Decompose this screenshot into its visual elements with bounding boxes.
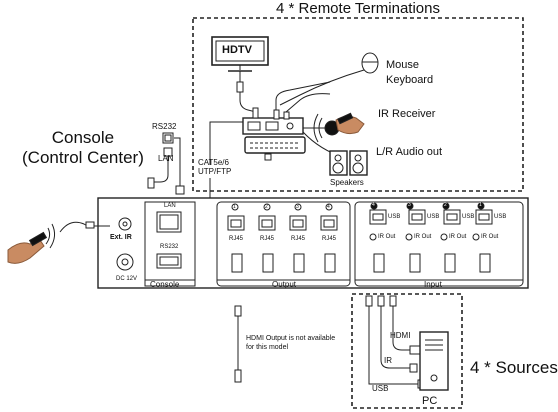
pc-label: PC [422, 395, 438, 407]
input-ir-jacks [369, 233, 480, 241]
input-port-number: 4 [372, 202, 375, 208]
output-rj45-label: RJ45 [322, 236, 337, 242]
remote-control-hand-icon [7, 223, 56, 264]
source-ir-label: IR [384, 356, 392, 365]
input-usb-label: USB [494, 214, 507, 220]
console-title: Console (Control Center) [22, 128, 144, 167]
ir-remote-hand-icon [335, 112, 365, 135]
input-port-number: 1 [479, 202, 482, 208]
lan-label: LAN [158, 154, 174, 163]
input-ir-out-label: IR Out [414, 234, 432, 240]
input-usb-label: USB [388, 214, 401, 220]
output-panel-label: Output [272, 280, 297, 289]
remote-terminations-title: 4 * Remote Terminations [276, 0, 440, 17]
output-rj45-ports [227, 215, 338, 231]
output-rj45-label: RJ45 [260, 236, 275, 242]
output-port-number: 4 [327, 204, 330, 210]
speakers-icon [329, 150, 368, 176]
hdmi-note: HDMI Output is not available for this mo… [246, 335, 336, 351]
mouse-keyboard-label: Mouse Keyboard [386, 59, 434, 86]
matrix-device [97, 197, 529, 289]
receiver-unit [242, 117, 304, 135]
input-ir-out-label: IR Out [449, 234, 467, 240]
input-usb-label: USB [462, 214, 475, 220]
output-port-number: 2 [265, 204, 268, 210]
input-usb-label: USB [427, 214, 440, 220]
ir-receiver-label: IR Receiver [378, 108, 436, 120]
input-panel-label: Input [424, 280, 442, 289]
console-panel-label: Console [150, 280, 180, 289]
output-port-number: 1 [233, 204, 236, 210]
hdmi-cable-icon [234, 305, 242, 383]
input-usb-ports [369, 209, 493, 225]
lan-port-label: LAN [164, 203, 176, 209]
audio-out-label: L/R Audio out [376, 146, 443, 158]
dc-power-label: DC 12V [116, 276, 138, 282]
sources-title: 4 * Sources [470, 358, 558, 377]
rs232-label: RS232 [152, 122, 177, 131]
source-usb-label: USB [372, 384, 389, 393]
input-port-number: 3 [408, 202, 411, 208]
output-rj45-label: RJ45 [229, 236, 244, 242]
hdtv-icon [211, 36, 269, 72]
output-hdmi-ports [231, 253, 336, 273]
input-ir-out-label: IR Out [378, 234, 396, 240]
input-hdmi-ports [373, 253, 491, 273]
output-port-number: 3 [296, 204, 299, 210]
pc-tower-icon [419, 331, 449, 391]
hdtv-label: HDTV [222, 44, 252, 56]
cat-cable-label: CAT5e/6 UTP/FTP [198, 158, 232, 176]
mouse-icon [361, 52, 379, 74]
ext-ir-label: Ext. IR [110, 234, 132, 241]
output-rj45-label: RJ45 [291, 236, 306, 242]
source-hdmi-label: HDMI [390, 331, 411, 340]
input-port-number: 2 [444, 202, 447, 208]
input-ir-out-label: IR Out [481, 234, 499, 240]
speakers-label: Speakers [330, 178, 364, 187]
keyboard-icon [244, 136, 306, 154]
rs232-port-label: RS232 [160, 244, 179, 250]
source-cables [365, 295, 427, 389]
remote-terminations-frame [192, 17, 524, 192]
